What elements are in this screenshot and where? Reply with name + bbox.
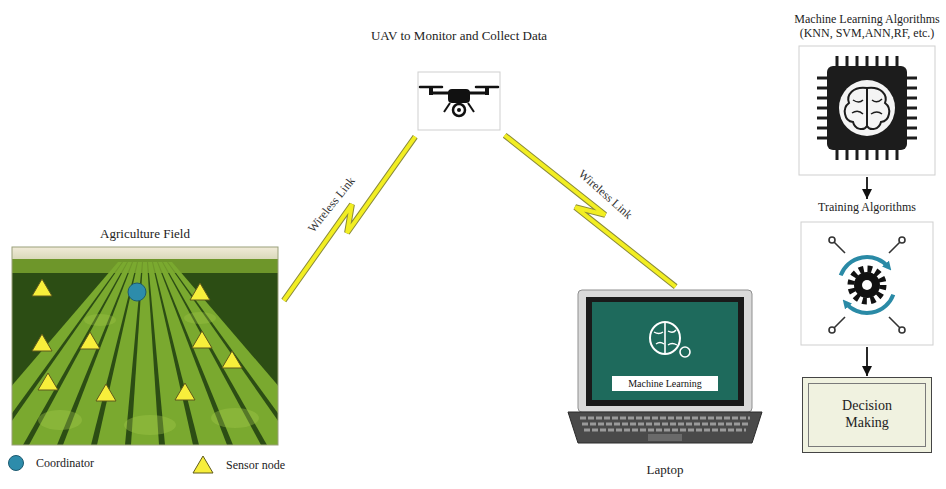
bolt-outline: [284, 137, 415, 301]
link-label: Wireless Link: [574, 166, 636, 223]
legend-text: Sensor node: [226, 458, 285, 473]
sensor-triangle: [193, 456, 213, 473]
decision-box: Decision Making: [802, 377, 932, 453]
coordinator-dot: [128, 283, 146, 301]
uav-heading: UAV to Monitor and Collect Data: [359, 28, 559, 44]
arrow-line: [866, 177, 868, 199]
field-photo: [12, 247, 278, 445]
legend-item: Coordinator: [8, 455, 94, 471]
field-heading: Agriculture Field: [10, 226, 280, 242]
field-node: Agriculture Field: [10, 226, 280, 446]
sensor-swatch: [192, 455, 214, 475]
laptop-node: Machine LearningLaptop: [575, 290, 755, 446]
drone-icon: [418, 72, 500, 130]
flow-arrow: [867, 177, 868, 199]
laptop-icon: [568, 290, 762, 443]
legend-item: Sensor node: [192, 455, 285, 475]
arrow-line: [866, 347, 868, 376]
wireless-link: [284, 137, 415, 301]
bolt-outline: [505, 135, 676, 286]
gear-icon: [801, 222, 933, 345]
flow-arrow: [867, 347, 868, 376]
field-frame: [12, 247, 278, 445]
bolt-fill: [505, 135, 676, 286]
wireless-link: [505, 135, 676, 286]
sensor-nodes: [32, 279, 242, 401]
algorithms-heading: Machine Learning Algorithms (KNN, SVM,AN…: [794, 12, 940, 41]
training-node: Training Algorithms: [794, 200, 940, 346]
link-label: Wireless Link: [305, 173, 360, 237]
legend: Coordinator Sensor node: [8, 455, 408, 479]
decision-text: Decision Making: [829, 398, 905, 432]
training-heading: Training Algorithms: [794, 200, 940, 214]
chip-icon: [799, 46, 935, 175]
screen-label: Machine Learning: [612, 376, 718, 391]
bolt-fill: [284, 137, 415, 301]
legend-text: Coordinator: [36, 456, 94, 471]
laptop-label: Laptop: [575, 462, 755, 478]
algorithms-node: Machine Learning Algorithms (KNN, SVM,AN…: [794, 12, 940, 176]
coordinator-swatch: [8, 455, 24, 471]
uav-node: UAV to Monitor and Collect Data: [359, 28, 559, 132]
